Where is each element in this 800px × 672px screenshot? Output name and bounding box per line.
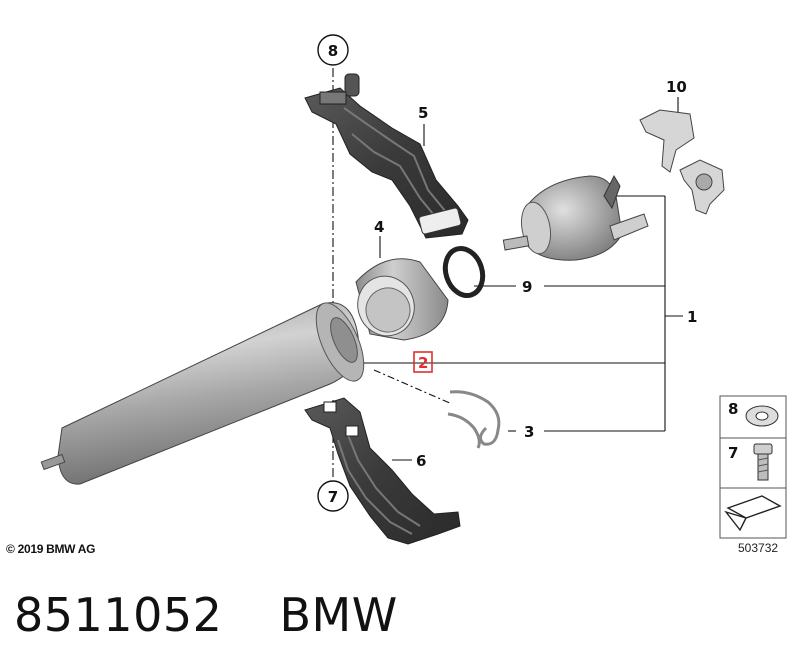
filter-sleeve[interactable] (349, 258, 449, 344)
callout-circle-7 (317, 480, 349, 512)
clamp-pieces[interactable] (639, 109, 725, 215)
legend-nut-number: 8 (728, 400, 738, 418)
callout-3: 3 (524, 423, 534, 441)
lower-bracket[interactable] (304, 397, 461, 545)
screw-icon (753, 443, 773, 481)
legend-screw-number: 7 (728, 444, 738, 462)
o-ring[interactable] (439, 244, 488, 301)
small-parts-legend: 8 7 (719, 395, 787, 539)
brand-name: BMW (279, 588, 398, 642)
diagram-id: 503732 (738, 541, 779, 555)
fuel-filter[interactable] (40, 296, 373, 485)
callout-5: 5 (418, 104, 428, 122)
callout-10: 10 (666, 78, 687, 96)
callout-6: 6 (416, 452, 426, 470)
callout-7: 7 (328, 488, 338, 506)
callout-2-box (413, 351, 433, 373)
part-footer: 8511052 BMW (14, 588, 398, 642)
copyright-notice: © 2019 BMW AG (6, 542, 96, 556)
callout-9: 9 (522, 278, 532, 296)
arrow-icon (724, 495, 782, 532)
part-number: 8511052 (14, 588, 223, 642)
callout-1: 1 (687, 308, 697, 326)
valve-assembly[interactable] (502, 174, 649, 261)
callout-circle-8 (317, 34, 349, 66)
upper-bracket[interactable] (304, 73, 469, 239)
callout-8: 8 (328, 42, 338, 60)
wire-clip[interactable] (447, 390, 501, 449)
nut-icon (745, 405, 779, 427)
callout-2: 2 (418, 354, 428, 372)
callout-4: 4 (374, 218, 384, 236)
